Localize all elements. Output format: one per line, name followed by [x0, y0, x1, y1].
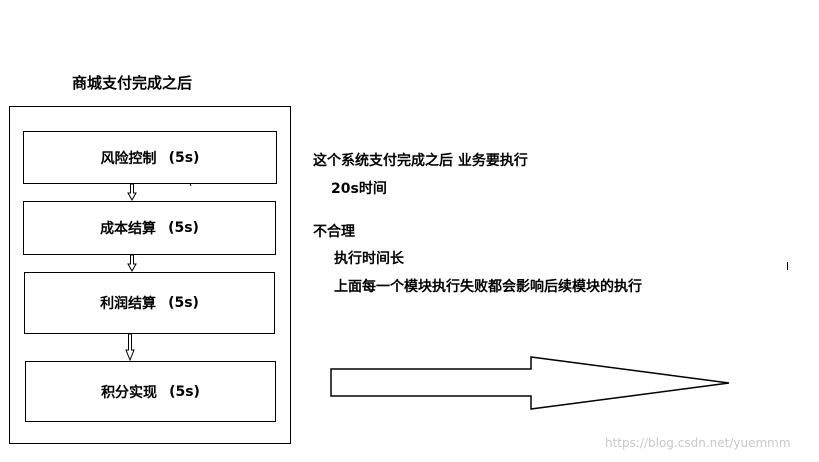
big-right-arrow	[330, 356, 730, 410]
note-point-1: 执行时间长	[334, 251, 404, 267]
step-profit-settlement: 利润结算 (5s)	[24, 272, 275, 334]
step-duration: (5s)	[168, 149, 200, 166]
flow-arrow-3	[125, 333, 135, 362]
step-duration: (5s)	[169, 383, 200, 400]
process-container	[9, 106, 291, 444]
step-duration: (5s)	[168, 220, 199, 236]
step-risk-control: 风险控制 (5s)	[23, 131, 277, 184]
step-label: 成本结算	[100, 221, 157, 237]
note-line-1: 这个系统支付完成之后 业务要执行	[313, 153, 528, 169]
stray-mark	[189, 182, 192, 187]
note-point-2: 上面每一个模块执行失败都会影响后续模块的执行	[334, 279, 642, 295]
flow-arrow-1	[127, 183, 137, 202]
diagram-title: 商城支付完成之后	[72, 74, 193, 92]
stray-cursor-mark	[787, 262, 788, 270]
step-duration: (5s)	[168, 295, 199, 311]
flow-arrow-2	[127, 254, 137, 273]
step-cost-settlement: 成本结算 (5s)	[23, 201, 276, 255]
watermark: https://blog.csdn.net/yuemmm	[605, 436, 791, 450]
step-points: 积分实现 (5s)	[25, 361, 276, 422]
step-label: 风险控制	[100, 150, 157, 167]
step-label: 利润结算	[100, 296, 157, 312]
step-label: 积分实现	[101, 384, 158, 401]
note-line-2: 20s时间	[331, 181, 387, 197]
note-heading: 不合理	[313, 224, 355, 240]
